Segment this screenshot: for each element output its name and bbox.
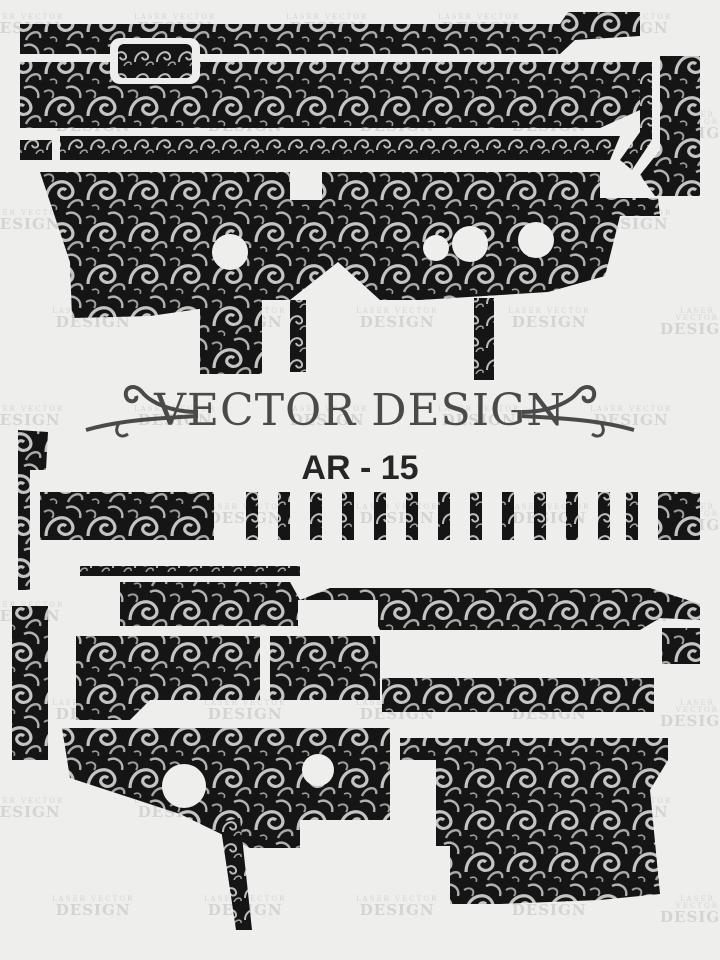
lower-left-block	[76, 636, 260, 720]
trigger-guard-strip	[290, 300, 306, 372]
rail-slots	[246, 492, 638, 540]
handguard-rail	[40, 492, 214, 540]
left-small-strip	[20, 140, 52, 160]
upper-artwork-group	[20, 12, 700, 380]
subtitle: AR - 15	[301, 449, 419, 487]
right-curve-strip	[620, 62, 652, 170]
right-vertical-strip	[640, 56, 700, 196]
lower-artwork-group	[12, 430, 700, 930]
right-grip-panel	[400, 738, 668, 904]
thin-strip	[60, 136, 620, 160]
right-end-block	[662, 628, 700, 664]
grip-column	[200, 172, 338, 374]
center-block	[270, 636, 380, 700]
right-lower-body	[338, 172, 660, 300]
left-edge-strip	[12, 606, 48, 760]
left-vertical-strip	[18, 430, 48, 590]
rail-end-block	[658, 492, 700, 540]
main-title: VECTOR DESIGN	[154, 385, 566, 436]
right-rail-strip	[382, 678, 654, 712]
upper-receiver-panel	[120, 582, 700, 630]
scroll-flourish-left-icon	[85, 385, 199, 438]
trigger-strip	[474, 298, 494, 380]
scroll-flourish-right-icon	[521, 385, 635, 438]
mid-thin-strip	[80, 566, 300, 576]
title-banner: VECTOR DESIGN	[85, 382, 635, 444]
trigger-blade	[220, 818, 252, 930]
